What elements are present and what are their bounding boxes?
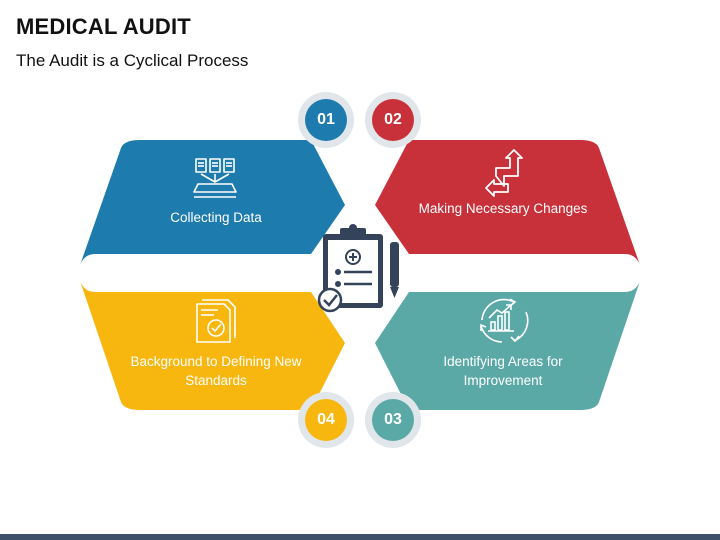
step-04-card bbox=[79, 278, 345, 410]
step-01-label: Collecting Data bbox=[170, 210, 262, 225]
document-check-icon bbox=[196, 299, 236, 343]
step-04-number: 04 bbox=[317, 411, 335, 428]
medical-clipboard-icon bbox=[317, 224, 399, 313]
step-01-badge bbox=[305, 99, 347, 141]
growth-chart-icon bbox=[480, 298, 529, 343]
step-01-number: 01 bbox=[317, 111, 335, 128]
step-02-label: Making Necessary Changes bbox=[418, 201, 588, 216]
step-03-number: 03 bbox=[384, 411, 402, 428]
step-02-card bbox=[375, 140, 641, 268]
step-03-card bbox=[375, 278, 641, 410]
arrows-exchange-icon bbox=[485, 149, 523, 197]
step-02-badge bbox=[372, 99, 414, 141]
documents-icon bbox=[193, 158, 237, 198]
step-01-card bbox=[79, 140, 345, 268]
step-04-label: Background to Defining New Standards bbox=[130, 354, 302, 388]
step-03-badge bbox=[372, 399, 414, 441]
step-04-badge bbox=[305, 399, 347, 441]
step-02-number: 02 bbox=[384, 111, 402, 128]
page-subtitle: The Audit is a Cyclical Process bbox=[16, 51, 249, 70]
step-03-label: Identifying Areas for Improvement bbox=[443, 354, 563, 388]
bottom-bar bbox=[0, 534, 720, 540]
page-title: MEDICAL AUDIT bbox=[16, 14, 191, 39]
